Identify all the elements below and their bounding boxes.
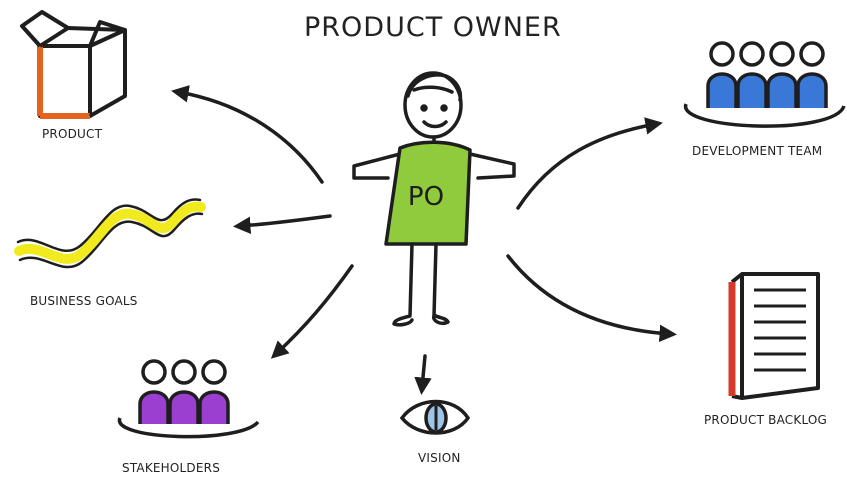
arrow-to-development-team [516, 117, 663, 210]
squiggle-icon [14, 198, 206, 269]
group-icon [118, 359, 260, 439]
arrow-to-stakeholders [270, 264, 354, 359]
label-development-team: DEVELOPMENT TEAM [692, 144, 823, 158]
arrows [171, 85, 677, 395]
eye-icon [399, 399, 471, 435]
group-icon [684, 41, 846, 128]
po-badge: PO [408, 182, 444, 212]
arrow-to-product [171, 85, 324, 184]
box-icon [20, 10, 127, 119]
label-business-goals: BUSINESS GOALS [30, 294, 138, 308]
label-product: PRODUCT [42, 127, 103, 141]
arrow-to-business-goals [233, 214, 332, 235]
page-title: PRODUCT OWNER [304, 12, 562, 43]
document-icon [728, 272, 820, 400]
label-vision: VISION [418, 451, 461, 465]
stick-figure-icon [352, 71, 516, 327]
label-product-backlog: PRODUCT BACKLOG [704, 413, 828, 427]
label-stakeholders: STAKEHOLDERS [122, 461, 221, 475]
arrow-to-product-backlog [506, 254, 677, 343]
arrow-to-vision [414, 354, 432, 395]
